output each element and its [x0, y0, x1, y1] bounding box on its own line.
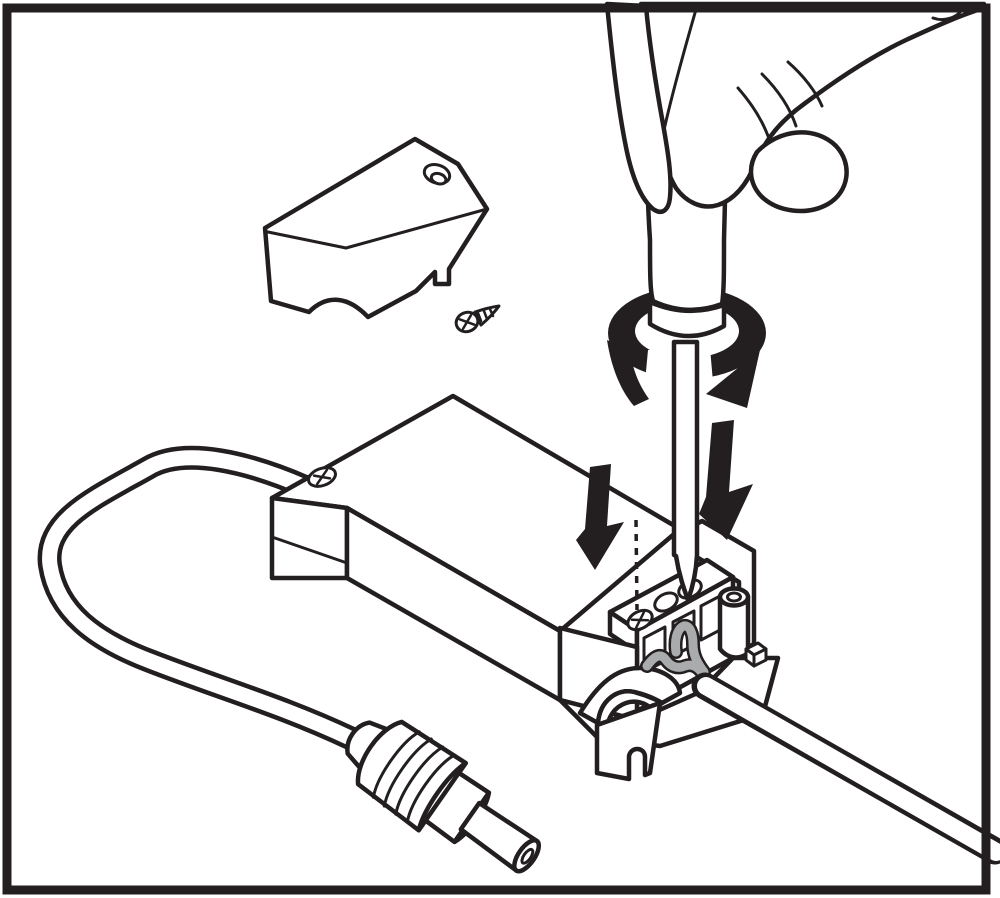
post-block — [744, 641, 768, 668]
cover-facet-line — [344, 207, 489, 250]
terminal-assembly — [557, 518, 781, 782]
press-down-arrow-right — [699, 420, 753, 540]
finger-crease-2 — [760, 72, 798, 128]
dc-barrel-plug — [345, 719, 542, 874]
housing-seam — [270, 535, 349, 565]
terminal-screw-left — [626, 608, 654, 632]
hand — [604, 1, 987, 215]
terminal-hole-middle — [653, 591, 679, 613]
screwdriver-ferrule — [647, 299, 727, 339]
finger-edge — [662, 4, 699, 132]
output-cable — [691, 672, 1000, 865]
screwdriver-shaft — [671, 339, 700, 603]
cover-ridge — [266, 230, 348, 250]
cover-screw-hole — [422, 163, 452, 186]
finger-knuckle — [748, 130, 849, 214]
thumb — [604, 1, 673, 215]
alignment-dashed-line — [634, 519, 639, 611]
rotation-arrowhead — [706, 350, 760, 408]
finger-crease-1 — [736, 86, 770, 138]
press-down-arrow-left — [576, 464, 624, 570]
housing-screw — [307, 466, 337, 488]
cover-fixing-screw — [454, 304, 501, 334]
input-cable — [37, 445, 384, 764]
connection-wires — [640, 619, 712, 685]
frame-border — [2, 3, 991, 895]
cable-post — [717, 586, 751, 660]
housing-end-face — [269, 495, 350, 581]
mounting-tab — [594, 700, 663, 782]
finger-crease-3 — [786, 60, 824, 108]
protective-cover — [262, 136, 490, 320]
